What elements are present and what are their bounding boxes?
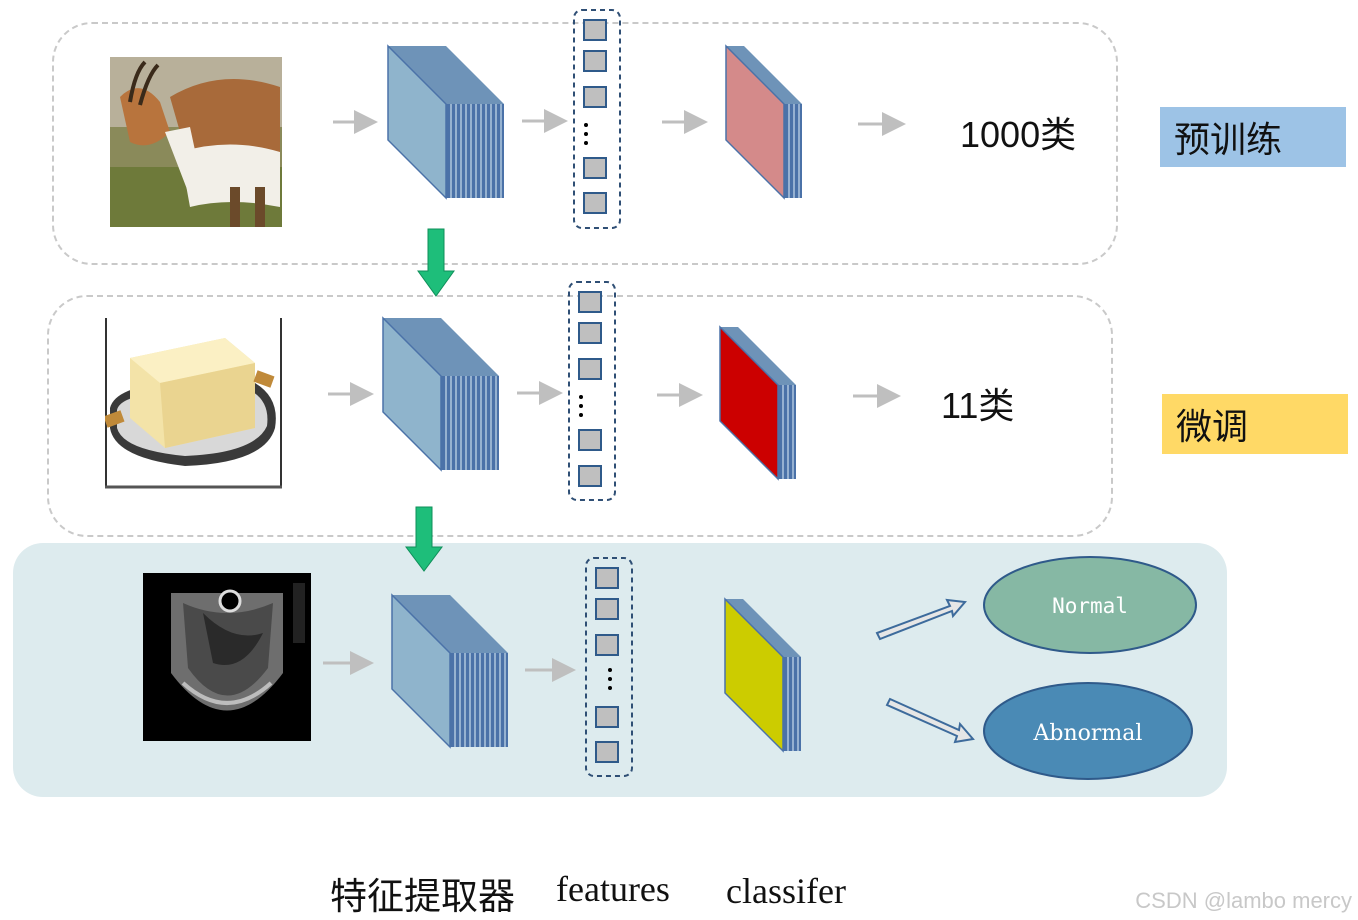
- transfer-arrow-1: [417, 228, 455, 297]
- feature-vector-3: [585, 557, 633, 777]
- stage-label-finetune: 微调: [1162, 394, 1348, 454]
- output-arrow-abnormal: [885, 697, 975, 744]
- classifier-block-3: [724, 597, 801, 753]
- features-label: features: [556, 869, 670, 909]
- normal-ellipse: [983, 556, 1197, 654]
- extractor-block-3: [391, 593, 508, 749]
- classifier-block-2: [719, 325, 796, 481]
- abnormal-label: Abnormal: [1033, 721, 1143, 746]
- class-count-pretrain: 1000类: [960, 114, 1077, 155]
- classifier-block-1: [725, 44, 802, 200]
- output-arrow-normal: [875, 598, 967, 641]
- row3-arrows: [323, 651, 576, 682]
- watermark: CSDN @lambo mercy: [1135, 888, 1352, 913]
- classifier-label: classifer: [726, 871, 846, 911]
- transfer-arrow-2: [405, 506, 443, 572]
- extractor-block-2: [382, 316, 499, 472]
- feature-vector-2: [568, 281, 616, 501]
- antelope-image: [110, 57, 282, 227]
- ultrasound-image: [143, 573, 311, 741]
- class-count-finetune: 11类: [941, 385, 1015, 426]
- extractor-block-1: [387, 44, 504, 200]
- row2-arrows: [328, 381, 901, 408]
- abnormal-ellipse: [983, 682, 1193, 780]
- butter-image: [105, 318, 282, 490]
- feature-vector-1: [573, 9, 621, 229]
- normal-label: Normal: [1052, 594, 1128, 618]
- stage-label-pretrain: 预训练: [1160, 107, 1346, 167]
- extractor-label: 特征提取器: [330, 875, 515, 918]
- row1-arrows: [333, 109, 906, 136]
